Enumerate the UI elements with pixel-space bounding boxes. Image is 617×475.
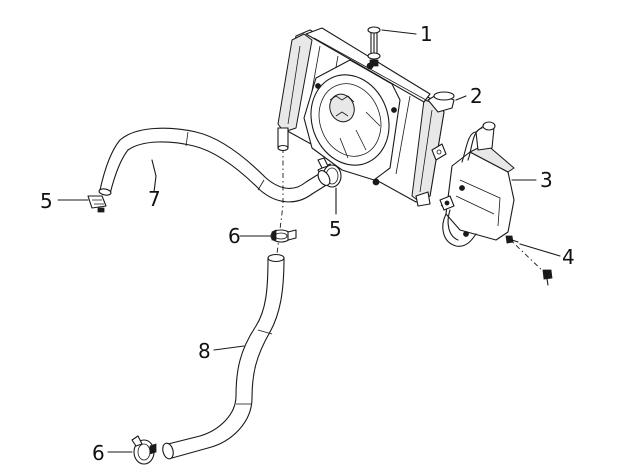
leader-lines: [57, 29, 561, 453]
callout-6-bottom: 6: [92, 441, 105, 465]
reservoir-tank: [439, 121, 515, 247]
callout-1: 1: [420, 22, 433, 46]
callout-5-left: 5: [40, 189, 53, 213]
callout-6-middle: 6: [228, 224, 241, 248]
callout-2: 2: [470, 84, 483, 108]
hose-clamp-part-5-left: [87, 195, 107, 213]
upper-hose-part-7: [98, 127, 331, 203]
hose-clamp-part-6-middle: [270, 229, 297, 243]
callout-4: 4: [562, 245, 575, 269]
callout-7: 7: [148, 187, 161, 211]
radiator-assembly: [277, 27, 455, 207]
hose-clamp-part-6-bottom: [131, 435, 157, 465]
callout-8: 8: [198, 339, 211, 363]
bolt-part-1: [367, 26, 381, 67]
callout-labels: 1 2 3 4 5 5 6 6 7 8: [40, 22, 575, 465]
callout-3: 3: [540, 168, 553, 192]
callout-5-right: 5: [329, 217, 342, 241]
screws-part-4: [505, 235, 553, 286]
lower-hose-part-8: [162, 253, 285, 460]
